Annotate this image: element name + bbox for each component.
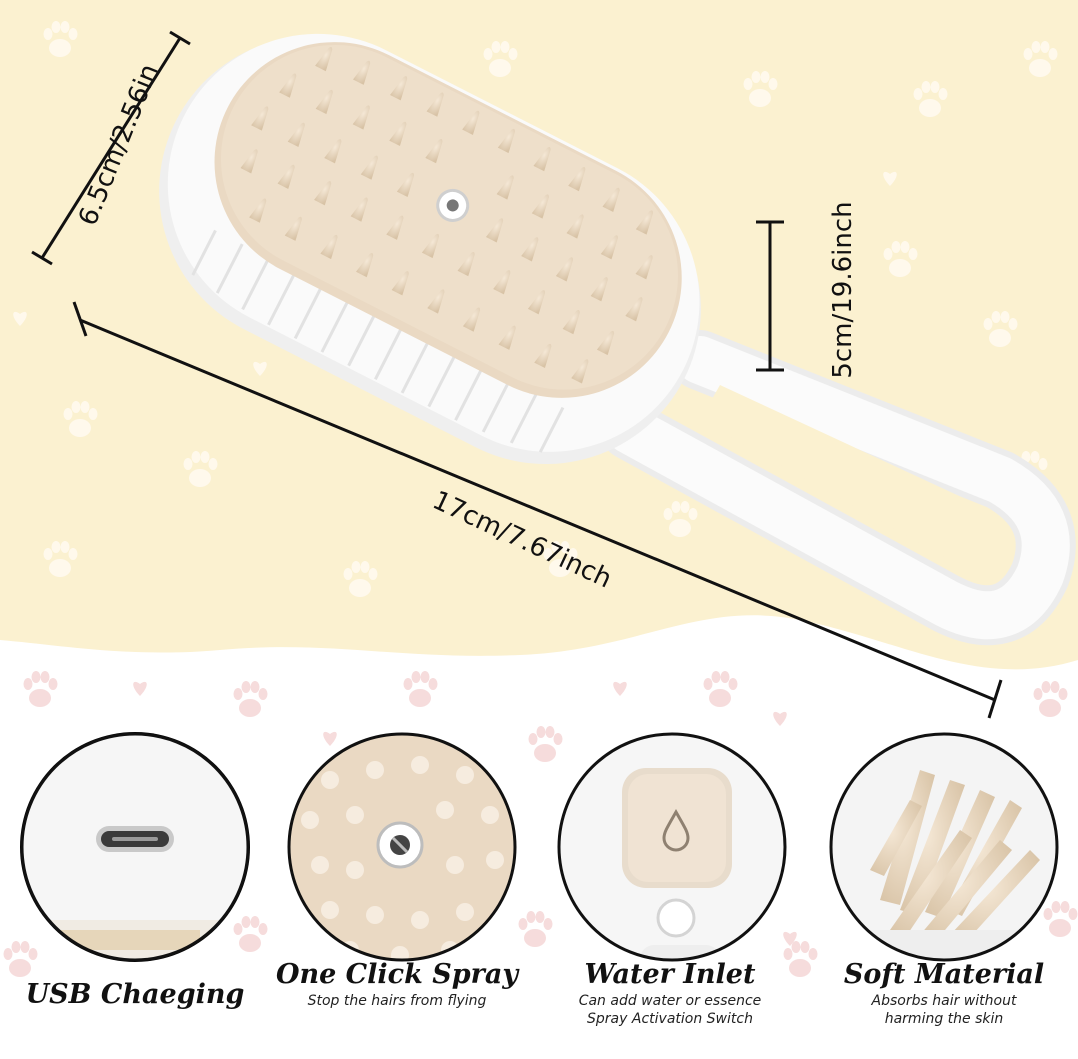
feature-description: Can add water or essence bbox=[578, 993, 762, 1009]
water-inlet-detail-circle bbox=[557, 732, 787, 962]
feature-one-click-spray: One Click Spray Stop the hairs from flyi… bbox=[262, 958, 532, 1010]
soft-material-detail-circle bbox=[829, 732, 1059, 962]
feature-title: Water Inlet bbox=[584, 959, 756, 990]
feature-usb-charging: USB Chaeging bbox=[0, 978, 270, 1012]
feature-description: Absorbs hair without bbox=[871, 993, 1017, 1009]
spray-detail-circle bbox=[287, 732, 517, 962]
water-drop-icon bbox=[662, 808, 690, 852]
feature-description: harming the skin bbox=[884, 1011, 1004, 1027]
feature-soft-material: Soft Material Absorbs hair without harmi… bbox=[810, 958, 1078, 1028]
brush-illustration bbox=[159, 33, 1076, 646]
feature-title: USB Chaeging bbox=[25, 979, 245, 1010]
feature-water-inlet: Water Inlet Can add water or essence Spr… bbox=[535, 958, 805, 1028]
usb-c-port-icon bbox=[96, 826, 174, 852]
feature-title: One Click Spray bbox=[275, 959, 519, 990]
feature-description: Stop the hairs from flying bbox=[307, 993, 487, 1009]
usb-detail-circle bbox=[20, 732, 250, 962]
dimension-lines bbox=[31, 30, 1003, 719]
feature-title: Soft Material bbox=[843, 959, 1045, 990]
height-dimension-label: 5cm/19.6inch bbox=[828, 201, 858, 379]
feature-description: Spray Activation Switch bbox=[587, 1011, 753, 1027]
